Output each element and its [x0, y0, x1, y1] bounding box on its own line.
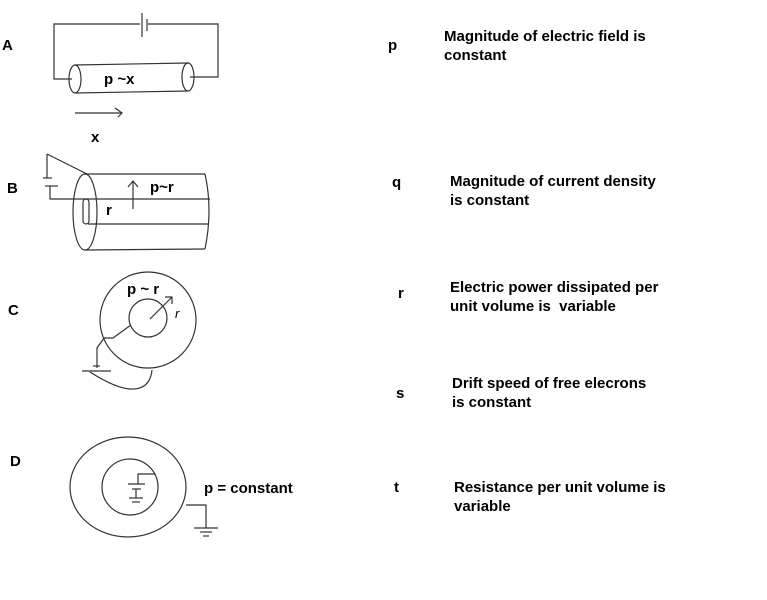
statement-p-line1: Magnitude of electric field is: [444, 28, 646, 45]
inner-circle: [101, 458, 159, 516]
circuit-wire: [186, 504, 207, 528]
circuit-wire: [53, 23, 140, 80]
cylinder-edge: [74, 62, 189, 66]
label-t: t: [394, 479, 399, 496]
r-arrow: [149, 296, 173, 320]
annotation-c: p ~ r: [127, 281, 160, 298]
statement-q-line2: is constant: [450, 192, 530, 209]
radius-label-c: r: [175, 306, 180, 321]
label-b: B: [7, 180, 18, 197]
cylinder-edge: [74, 90, 189, 94]
label-r: r: [398, 285, 404, 302]
label-d: D: [10, 453, 21, 470]
diagram-d: [69, 436, 218, 538]
inner-hole: [82, 198, 90, 225]
statement-s: Drift speed of free elecrons is constant: [452, 374, 646, 412]
diagram-c: [82, 271, 197, 390]
diagram-a: [53, 13, 219, 118]
label-q: q: [392, 174, 402, 191]
label-p: p: [388, 37, 398, 54]
axis-label-x: x: [91, 129, 100, 146]
circuit-wire: [89, 369, 153, 390]
r-arrow-head: [127, 180, 139, 188]
cylinder-edge: [84, 248, 206, 251]
statement-p-line2: constant: [444, 47, 507, 64]
cylinder-cut: [204, 173, 210, 250]
circuit-wire: [49, 186, 210, 200]
statement-s-line1: Drift speed of free elecrons: [452, 375, 647, 392]
statement-r: Electric power dissipated per unit volum…: [450, 278, 658, 316]
statement-t-line1: Resistance per unit volume is: [454, 479, 666, 496]
label-a: A: [2, 37, 13, 54]
r-arrow-head: [165, 296, 173, 304]
x-arrow-head: [114, 107, 123, 118]
circuit-wire: [46, 153, 88, 175]
annotation-a: p ~x: [104, 71, 135, 88]
inner-circle: [128, 298, 168, 338]
statement-r-line1: Electric power dissipated per: [450, 279, 659, 296]
circuit-wire: [137, 473, 155, 484]
annotation-d: p = constant: [204, 480, 293, 497]
outer-circle: [99, 271, 197, 369]
statement-t-line2: variable: [454, 498, 511, 515]
statement-r-line2: unit volume is variable: [450, 298, 616, 315]
diagram-b: [43, 153, 210, 251]
outer-circle: [69, 436, 187, 538]
circuit-wire: [96, 324, 132, 368]
annotation-b: p~r: [150, 179, 174, 196]
cylinder-end: [72, 173, 98, 251]
statement-t: Resistance per unit volume is variable: [454, 478, 666, 516]
radius-label-b: r: [106, 202, 112, 219]
label-s: s: [396, 385, 405, 402]
circuit-wire: [148, 23, 219, 78]
statement-q: Magnitude of current density is constant: [450, 172, 656, 210]
statement-q-line1: Magnitude of current density: [450, 173, 656, 190]
statement-p: Magnitude of electric field is constant: [444, 27, 646, 65]
label-c: C: [8, 302, 19, 319]
statement-s-line2: is constant: [452, 394, 532, 411]
